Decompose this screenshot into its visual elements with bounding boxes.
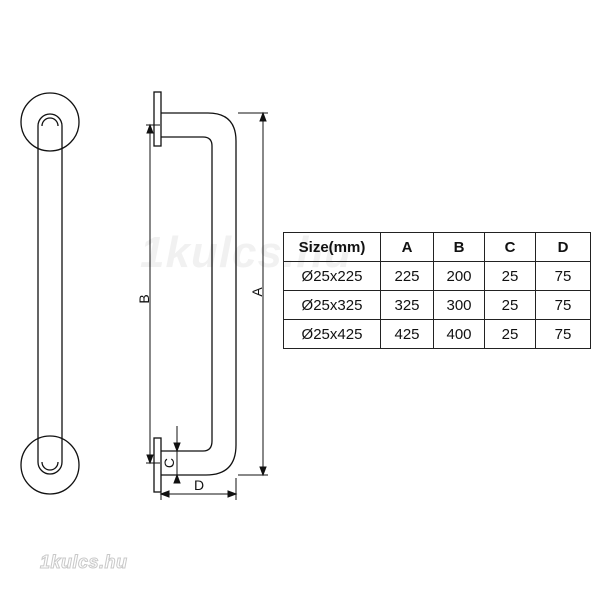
side-bottom-rosette: [153, 437, 162, 493]
dimension-b: [146, 123, 160, 465]
header-d: D: [535, 232, 591, 262]
side-bar-inner: [161, 136, 213, 452]
front-bottom-rosette: [20, 435, 80, 495]
front-top-rosette: [20, 92, 80, 152]
cell-size: Ø25x325: [283, 290, 381, 320]
size-table-header-row: Size(mm) A B C D: [283, 232, 591, 262]
dimension-d: [159, 478, 238, 500]
cell-d: 75: [535, 261, 591, 291]
side-bar-outline: [161, 112, 237, 476]
cell-c: 25: [484, 261, 536, 291]
header-b: B: [433, 232, 485, 262]
cell-b: 300: [433, 290, 485, 320]
front-view: [20, 92, 80, 495]
cell-c: 25: [484, 319, 536, 349]
dimension-c: [172, 426, 182, 484]
cell-size: Ø25x425: [283, 319, 381, 349]
cell-d: 75: [535, 290, 591, 320]
header-c: C: [484, 232, 536, 262]
cell-size: Ø25x225: [283, 261, 381, 291]
table-row: Ø25x425 425 400 25 75: [283, 319, 591, 349]
watermark-small: 1kulcs.hu: [40, 552, 128, 573]
label-d: D: [194, 477, 204, 493]
cell-b: 200: [433, 261, 485, 291]
table-row: Ø25x325 325 300 25 75: [283, 290, 591, 320]
cell-a: 425: [380, 319, 434, 349]
header-size: Size(mm): [283, 232, 381, 262]
cell-a: 225: [380, 261, 434, 291]
table-row: Ø25x225 225 200 25 75: [283, 261, 591, 291]
side-top-rosette: [153, 91, 162, 147]
dimension-a: [238, 111, 268, 477]
label-b: B: [136, 294, 152, 303]
cell-c: 25: [484, 290, 536, 320]
front-bar-inner-bottom: [41, 461, 59, 471]
side-view: [153, 91, 237, 493]
label-a: A: [249, 287, 265, 297]
front-bar-outline: [37, 113, 63, 475]
front-bar-inner-top: [41, 117, 59, 127]
header-a: A: [380, 232, 434, 262]
cell-d: 75: [535, 319, 591, 349]
label-c: C: [161, 458, 177, 468]
size-table: Size(mm) A B C D Ø25x225 225 200 25 75 Ø…: [283, 232, 591, 349]
cell-b: 400: [433, 319, 485, 349]
cell-a: 325: [380, 290, 434, 320]
